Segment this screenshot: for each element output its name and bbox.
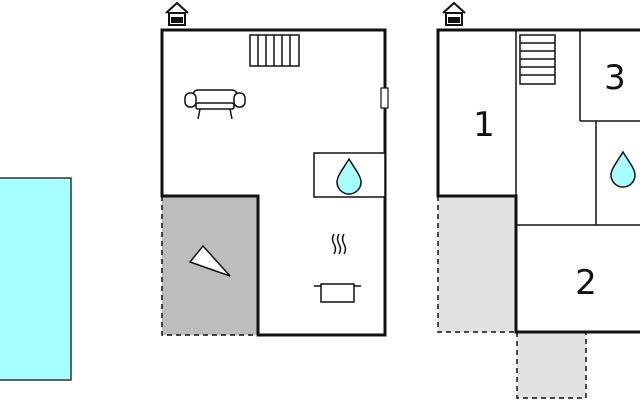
pool <box>0 177 72 381</box>
house-icon <box>442 1 466 26</box>
cooking-pot-icon <box>314 233 361 303</box>
water-drop-icon <box>336 157 362 195</box>
room-label-1: 1 <box>473 105 495 145</box>
room-label-3: 3 <box>604 58 626 98</box>
terrace-ground-dashed-border <box>161 196 258 336</box>
ground-floor-walls <box>160 28 387 337</box>
staircase-icon <box>519 34 556 85</box>
house-icon <box>165 1 189 26</box>
terrace-upper-bottom <box>517 332 586 398</box>
terrace-upper-bottom-border <box>516 332 587 399</box>
staircase-icon <box>249 34 300 67</box>
room-label-2: 2 <box>575 263 597 303</box>
water-drop-icon <box>610 150 636 188</box>
upper-floor-plan: 1 2 3 <box>436 1 640 399</box>
upper-interior-walls <box>515 30 640 226</box>
terrace-upper-left <box>438 196 516 332</box>
sofa-icon <box>184 89 246 120</box>
ground-floor-plan <box>160 1 389 337</box>
terrace-upper-left-border <box>437 196 516 333</box>
triangle-icon <box>188 244 231 277</box>
window-icon <box>380 87 389 109</box>
